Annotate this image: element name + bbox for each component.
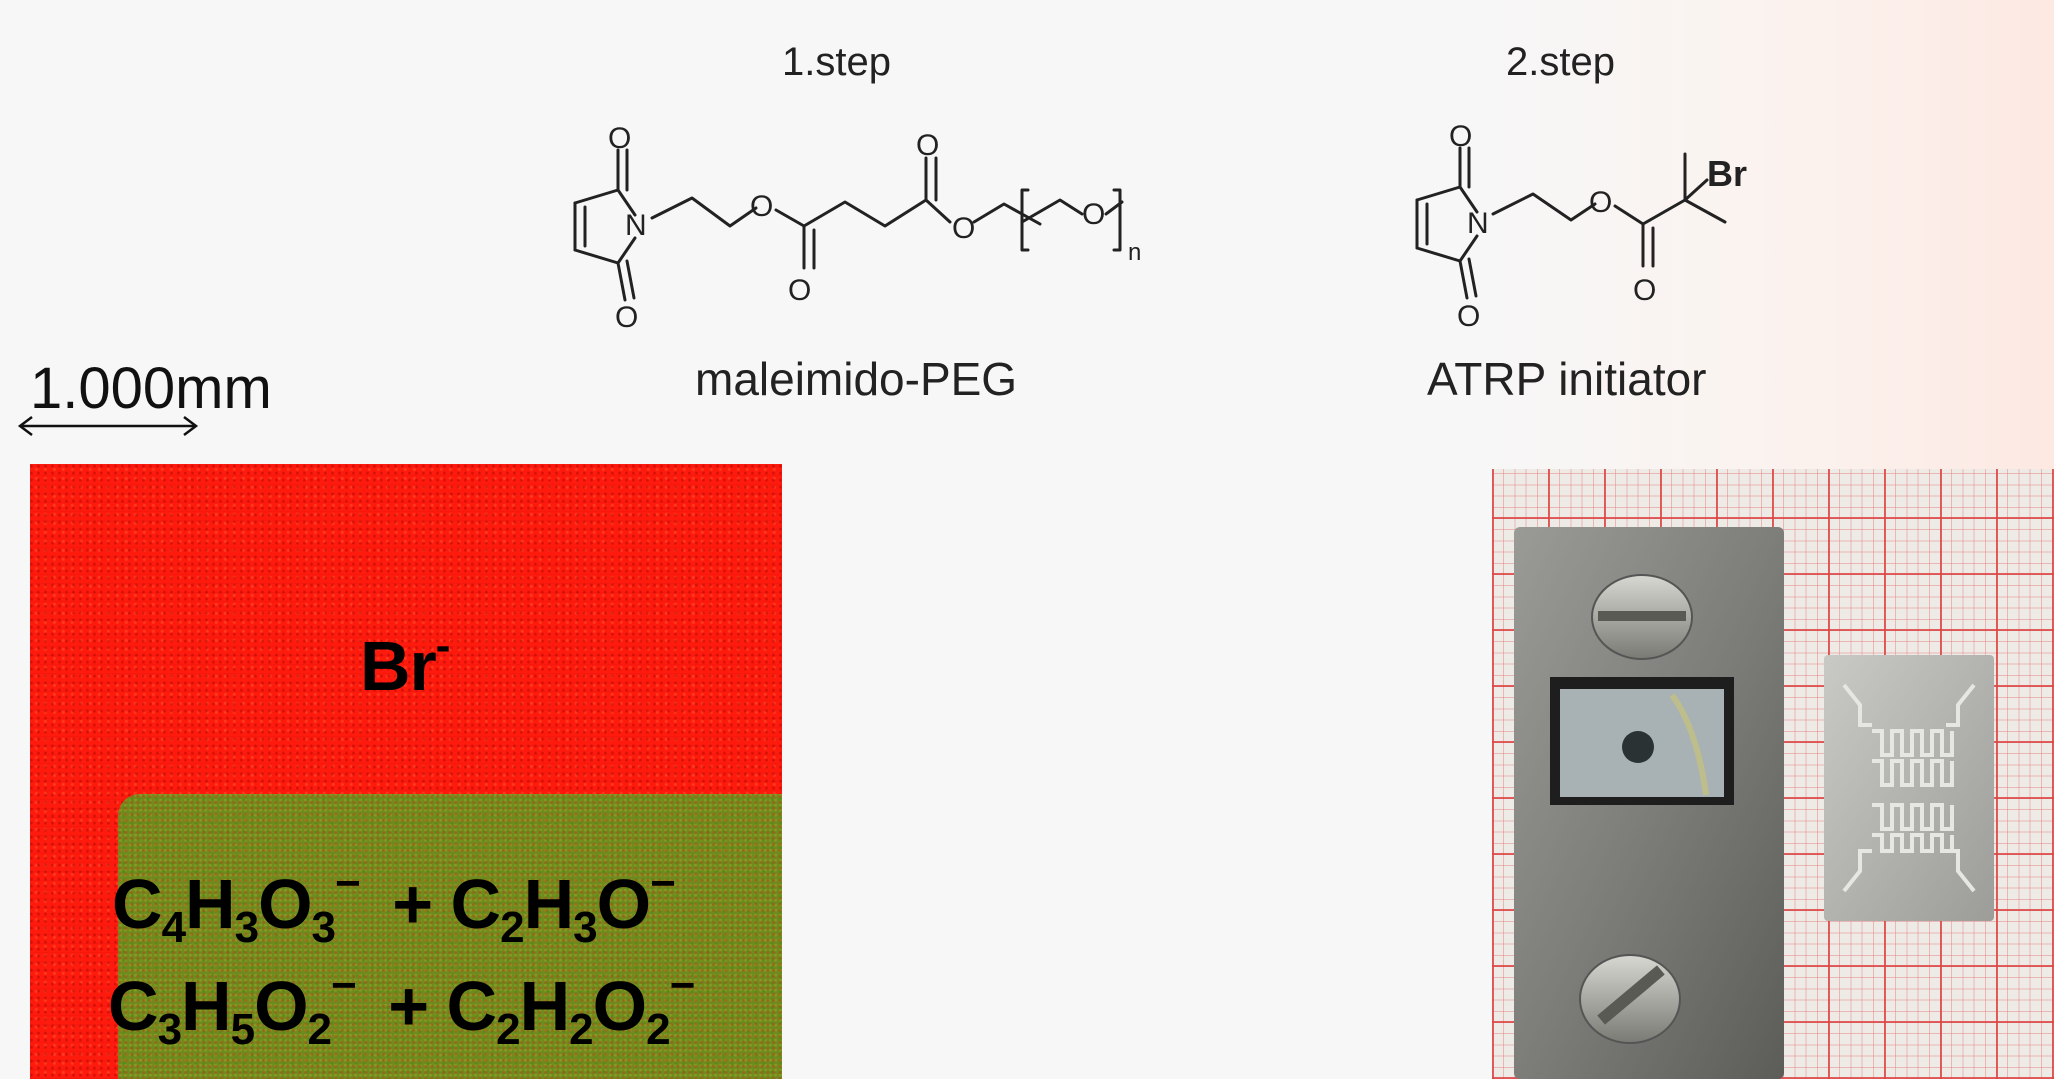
atrp-initiator-structure: O O N O O Br — [1415, 120, 1747, 330]
ester-bond — [924, 198, 952, 224]
carbonyl-double-bond — [1467, 257, 1478, 298]
repeat-bracket-left — [1020, 188, 1030, 252]
ring-bond — [1415, 246, 1462, 263]
atom-o: O — [1449, 120, 1472, 153]
ester-bond — [1613, 204, 1645, 268]
carbonyl-bond — [616, 261, 627, 302]
ring-bond — [1415, 185, 1462, 202]
chip-channels — [1842, 683, 1976, 893]
ester-bond — [774, 208, 806, 270]
carbonyl-bond — [1458, 259, 1469, 300]
atom-o: O — [750, 190, 773, 223]
ethyl-linker — [1491, 192, 1597, 222]
screw-slot — [1597, 965, 1665, 1025]
sample-reflection — [1669, 693, 1709, 796]
atom-n: N — [625, 209, 647, 242]
atom-o: O — [952, 212, 975, 245]
microfluidic-chip — [1824, 655, 1994, 921]
step2-label: 2.step — [1506, 40, 1615, 84]
atom-o: O — [1082, 198, 1105, 231]
ethyl-linker — [650, 196, 758, 228]
quaternary-carbon-bond — [1641, 198, 1687, 226]
compound-name-maleimido-peg: maleimido-PEG — [695, 353, 1018, 405]
step1-label: 1.step — [782, 40, 891, 84]
sample-holder-photo — [1492, 469, 2054, 1079]
atom-o: O — [615, 301, 638, 330]
atom-br: Br — [1707, 153, 1747, 194]
sample-holder-illustration — [1514, 527, 1994, 1079]
repeat-bracket-right — [1112, 188, 1122, 252]
bromide-label: Br- — [360, 621, 450, 705]
ring-bond — [1458, 234, 1479, 263]
atom-o: O — [1457, 300, 1480, 330]
scale-bar-arrow — [17, 416, 199, 436]
ring-bond — [573, 188, 620, 205]
atom-o: O — [788, 274, 811, 307]
scale-bar-label: 1.000mm — [30, 356, 272, 421]
atom-n: N — [1467, 207, 1489, 240]
ion-formula-line-2: C3H5O2− + C2H2O2− — [108, 961, 695, 1054]
methyl-bond — [1683, 198, 1727, 224]
sample-spot — [1622, 731, 1654, 763]
organic-region — [118, 794, 782, 1079]
repeat-index: n — [1128, 239, 1141, 266]
atom-o: O — [916, 129, 939, 162]
atom-o: O — [1589, 186, 1612, 219]
bromine-bond — [1683, 178, 1709, 202]
screw-slot — [1598, 611, 1686, 621]
carbonyl-double-bond — [625, 259, 636, 300]
maleimido-peg-structure: O O N O O O O O n — [573, 122, 1141, 330]
ring-bond — [573, 248, 620, 265]
peg-linker — [972, 202, 1042, 226]
atom-o: O — [608, 122, 631, 155]
compound-name-atrp-initiator: ATRP initiator — [1427, 353, 1707, 405]
atom-o: O — [1633, 274, 1656, 307]
succinyl-chain — [802, 198, 928, 228]
ring-bond — [616, 188, 637, 217]
ion-map: Br- C4H3O3− + C2H3O− C3H5O2− + C2H2O2− — [30, 464, 782, 1079]
peg-repeat-bond — [1020, 198, 1084, 224]
ion-formula-line-1: C4H3O3− + C2H3O− — [112, 859, 676, 952]
ring-bond — [616, 236, 637, 265]
ring-bond — [1458, 185, 1479, 214]
